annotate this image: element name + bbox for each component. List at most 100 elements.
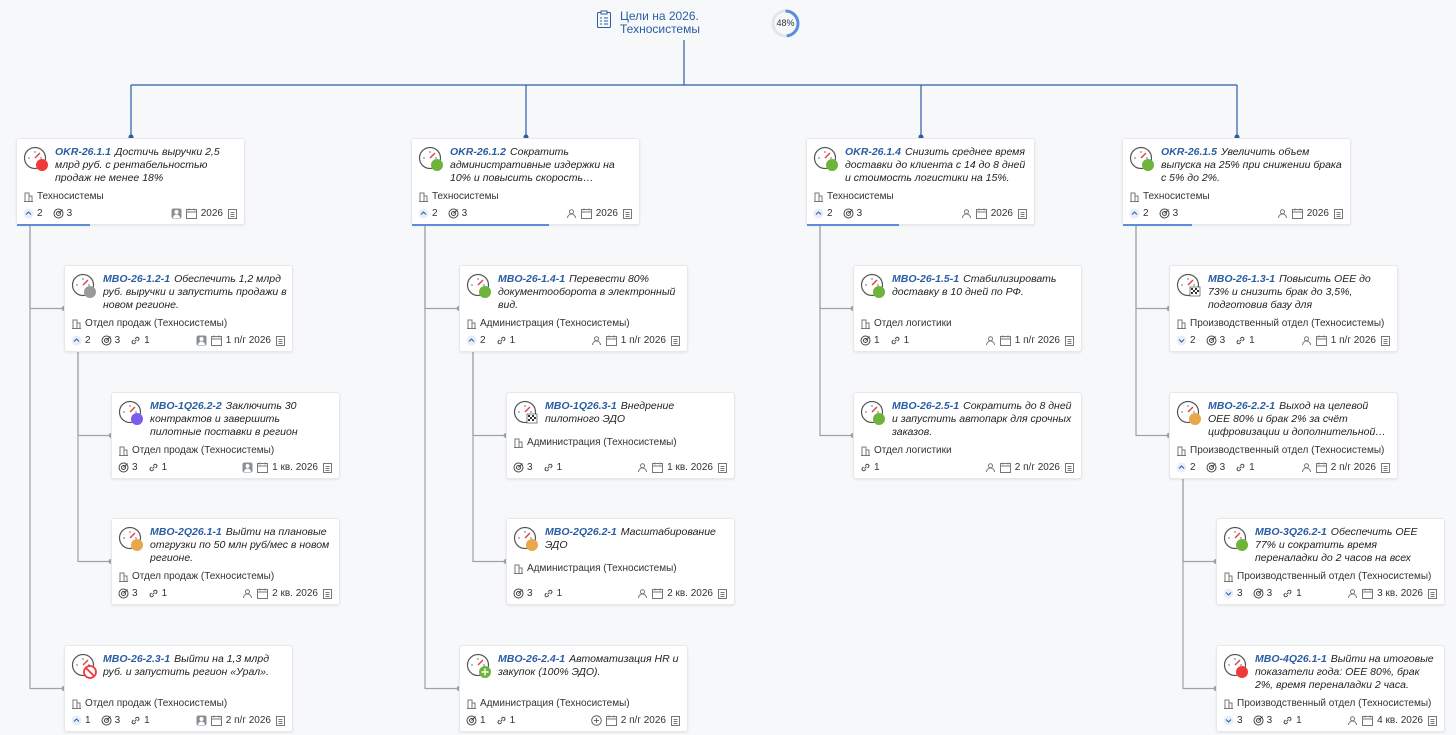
clipboard-icon[interactable] bbox=[717, 588, 728, 599]
stat-target[interactable]: 3 bbox=[118, 462, 138, 473]
stat-link[interactable]: 1 bbox=[1282, 715, 1302, 726]
stat-up[interactable]: 2 bbox=[418, 208, 438, 219]
user-icon[interactable] bbox=[242, 462, 253, 473]
user-icon[interactable] bbox=[1277, 208, 1288, 219]
user-icon[interactable] bbox=[1301, 462, 1312, 473]
stat-target[interactable]: 3 bbox=[1253, 588, 1272, 599]
clipboard-icon[interactable] bbox=[1017, 208, 1028, 219]
stat-link[interactable]: 1 bbox=[890, 335, 909, 346]
stat-down[interactable]: 2 bbox=[1176, 335, 1196, 346]
clipboard-icon[interactable] bbox=[670, 715, 681, 726]
clipboard-icon[interactable] bbox=[227, 208, 238, 219]
user-icon[interactable] bbox=[196, 715, 207, 726]
clipboard-icon[interactable] bbox=[322, 588, 333, 599]
stat-link[interactable]: 1 bbox=[496, 715, 515, 726]
stat-target[interactable]: 3 bbox=[448, 208, 467, 219]
stat-up[interactable]: 2 bbox=[1176, 462, 1196, 473]
user-icon[interactable] bbox=[1347, 715, 1358, 726]
stat-target[interactable]: 3 bbox=[101, 335, 120, 346]
clipboard-icon[interactable] bbox=[622, 208, 633, 219]
clipboard-icon[interactable] bbox=[670, 335, 681, 346]
stat-target[interactable]: 3 bbox=[843, 208, 862, 219]
stat-target[interactable]: 1 bbox=[860, 335, 880, 346]
stat-target[interactable]: 3 bbox=[1253, 715, 1272, 726]
user-icon[interactable] bbox=[1301, 335, 1312, 346]
stat-up[interactable]: 2 bbox=[466, 335, 486, 346]
stat-up[interactable]: 1 bbox=[71, 715, 91, 726]
stat-link[interactable]: 1 bbox=[543, 588, 562, 599]
clipboard-icon[interactable] bbox=[1064, 462, 1075, 473]
user-icon[interactable] bbox=[985, 335, 996, 346]
user-icon[interactable] bbox=[985, 462, 996, 473]
stat-link[interactable]: 1 bbox=[496, 335, 515, 346]
stat-link[interactable]: 1 bbox=[148, 588, 167, 599]
stat-up[interactable]: 2 bbox=[71, 335, 91, 346]
stat-target[interactable]: 3 bbox=[513, 588, 533, 599]
stat-link[interactable]: 1 bbox=[1235, 462, 1255, 473]
root-goal[interactable]: Цели на 2026.Техносистемы bbox=[596, 10, 760, 36]
stat-down[interactable]: 3 bbox=[1223, 715, 1243, 726]
stat-link[interactable]: 1 bbox=[1235, 335, 1255, 346]
stat-target[interactable]: 3 bbox=[1206, 462, 1225, 473]
clipboard-icon[interactable] bbox=[322, 462, 333, 473]
stat-target[interactable]: 3 bbox=[118, 588, 138, 599]
clipboard-icon[interactable] bbox=[717, 462, 728, 473]
stat-up[interactable]: 2 bbox=[813, 208, 833, 219]
user-icon[interactable] bbox=[961, 208, 972, 219]
clipboard-icon[interactable] bbox=[1427, 588, 1438, 599]
user-icon[interactable] bbox=[242, 588, 253, 599]
stat-up[interactable]: 2 bbox=[23, 208, 43, 219]
stat-link[interactable]: 1 bbox=[860, 462, 880, 473]
clipboard-icon[interactable] bbox=[275, 335, 286, 346]
user-icon[interactable] bbox=[1347, 588, 1358, 599]
stat-target[interactable]: 1 bbox=[466, 715, 486, 726]
stat-down[interactable]: 3 bbox=[1223, 588, 1243, 599]
stat-target[interactable]: 3 bbox=[1206, 335, 1225, 346]
user-icon[interactable] bbox=[196, 335, 207, 346]
clipboard-icon[interactable] bbox=[1380, 462, 1391, 473]
stat-target[interactable]: 3 bbox=[513, 462, 533, 473]
user-icon[interactable] bbox=[591, 335, 602, 346]
stat-link[interactable]: 1 bbox=[148, 462, 167, 473]
stat-target[interactable]: 3 bbox=[53, 208, 72, 219]
stat-target[interactable]: 3 bbox=[1159, 208, 1178, 219]
clipboard-icon[interactable] bbox=[1064, 335, 1075, 346]
stat-link[interactable]: 1 bbox=[543, 462, 562, 473]
stat-link[interactable]: 1 bbox=[130, 335, 150, 346]
user-icon[interactable] bbox=[637, 588, 648, 599]
clipboard-icon[interactable] bbox=[1333, 208, 1344, 219]
